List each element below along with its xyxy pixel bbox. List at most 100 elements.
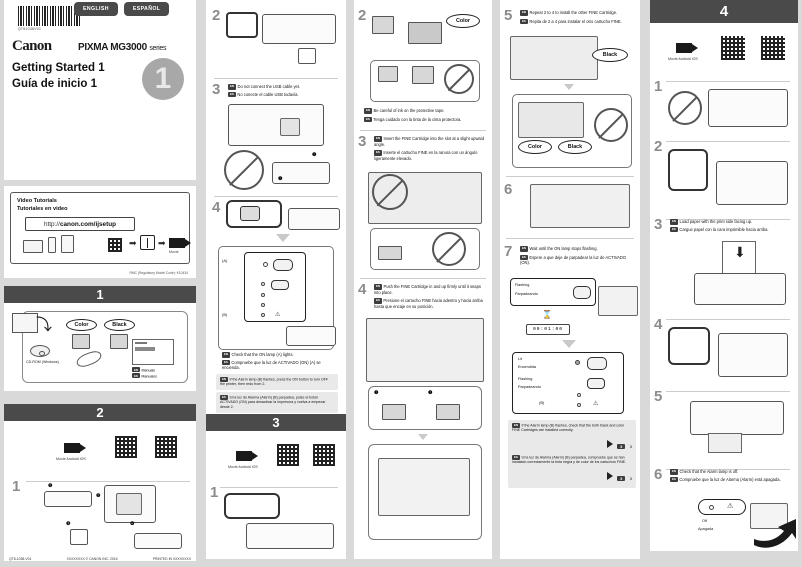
page-turn-arrow-icon [754, 519, 796, 548]
barcode-number: QT61038V01 [18, 27, 42, 31]
c3s3-es-text: Inserte el cartucho FINE en la ranura co… [374, 150, 478, 161]
sub-callout-1-c3: ❶ [374, 390, 379, 396]
manual-book-icon [140, 235, 155, 250]
tag-es-manuals: ES [132, 373, 140, 379]
language-button-espanol[interactable]: ESPAÑOL [123, 2, 170, 16]
laptop-icon [23, 240, 43, 253]
manual-line-1 [135, 342, 147, 344]
tag-en-note-c4: EN [512, 422, 521, 429]
divider-c4-a [506, 176, 634, 177]
divider-s4-5 [666, 391, 790, 392]
alarm-triangle-icon-s4: ⚠ [727, 503, 734, 510]
down-arrow-icon-s4: ⬇ [734, 244, 746, 260]
s4s6-es-text: Compruebe que la luz de Alarma (Alarm) e… [679, 476, 781, 482]
canon-logo: Canon [12, 38, 52, 54]
step-number-c3-2: 2 [358, 7, 367, 24]
no-usb-icon [224, 150, 264, 190]
c4-note-en-text: If the Alarm lamp (B) flashes, check tha… [512, 423, 625, 433]
down-arrow-icon-c4-2 [562, 340, 576, 348]
shipping-box-icon [12, 313, 38, 333]
callout-1-c2: ❶ [278, 176, 283, 182]
device-illustrations [23, 235, 74, 253]
model-series-label: series [149, 45, 167, 52]
step-number-c4-5: 5 [504, 7, 513, 24]
tag-es-c3s4: ES [374, 298, 382, 304]
down-arrow-icon-c3 [418, 434, 428, 440]
cover-panel: QT61038V01 ENGLISH ESPAÑOL Canon PIXMA M… [4, 0, 196, 180]
divider-c3-a [360, 130, 486, 131]
push-cartridge-icon-2 [436, 404, 460, 420]
language-button-english[interactable]: ENGLISH [74, 2, 118, 16]
section-3: 3 Movie Android iOS 1 [206, 414, 346, 551]
c3s4-es-text: Presione el cartucho FINE hacia adentro … [374, 298, 483, 309]
section-4-header: 4 [650, 0, 798, 23]
step-number-c2-3: 3 [212, 81, 221, 98]
tag-en-c3s2: EN [364, 108, 373, 114]
alarm-lamp-off-icon [709, 505, 714, 510]
indicator-dot-1 [261, 282, 265, 286]
alarm-lamp-icon [261, 313, 265, 317]
push-cartridge-icon-1 [382, 404, 406, 420]
tag-es-c3s3: ES [374, 150, 382, 156]
printer-guide-adjust-icon [718, 333, 788, 377]
tag-en-note-c2: EN [220, 376, 229, 383]
lit-label-en: Lit [518, 357, 523, 361]
printer-load-paper-icon [694, 273, 786, 305]
both-cartridges-icon [518, 102, 584, 138]
tag-en-c2s3: EN [228, 84, 237, 90]
cable-closeup-frame [226, 12, 258, 38]
step-number-s2-1: 1 [12, 478, 21, 495]
manuals-en-label: Manuals [141, 368, 156, 373]
cdrom-icon [30, 345, 50, 357]
note-ref-row-en: 3 3 [512, 435, 632, 453]
lamp-off-label-en: Off [702, 519, 707, 523]
lamp-off-label-es: Apagada [698, 527, 714, 531]
protective-material-icon [70, 529, 88, 545]
divider-c2-b [214, 196, 338, 197]
divider-s3 [220, 487, 338, 488]
title-english: Getting Started 1 [12, 62, 105, 74]
flashing-label-en: Flashing [515, 283, 530, 287]
wifi-button-icon [271, 280, 289, 290]
no-flat-insert-icon [432, 232, 466, 266]
step-number-c3-3: 3 [358, 133, 367, 150]
divider-s4-3 [666, 219, 790, 220]
output-tray-extension-icon [708, 433, 742, 453]
printer-output-tray-icon [690, 401, 784, 435]
note-en-text: If the Alarm lamp (B) flashes, press the… [220, 377, 329, 387]
step-number-c4-7: 7 [504, 243, 513, 260]
indicator-dot-2 [261, 293, 265, 297]
step-number-c4-6: 6 [504, 181, 513, 198]
movie-caption-s2: Movie Android iOS [56, 457, 86, 461]
qr-code-android-s2 [114, 435, 138, 459]
black-bubble-c4: Black [592, 48, 628, 62]
footer-right: PRINTED IN XXXXXXXX [152, 557, 191, 561]
c4s7-es-text: Espere a que deje de parpadear la luz de… [520, 254, 626, 266]
note-ref-step-es: 3 [629, 476, 632, 482]
tag-en-c4s5: EN [520, 10, 529, 16]
on-lamp-lit-icon [575, 360, 580, 365]
qr-code-icon [107, 237, 123, 253]
c3s3-en-text: Insert the FINE Cartridge into the slot … [374, 136, 485, 147]
step-number-s4-2: 2 [654, 138, 663, 155]
footer-left: QT6-1038-V01 [9, 557, 32, 561]
step-number-s4-6: 6 [654, 466, 663, 483]
setup-url[interactable]: http://canon.com/ijsetup [25, 217, 135, 231]
guide-adjust-closeup-frame [668, 327, 710, 365]
alarm-triangle-icon-c4: ⚠ [593, 401, 599, 407]
